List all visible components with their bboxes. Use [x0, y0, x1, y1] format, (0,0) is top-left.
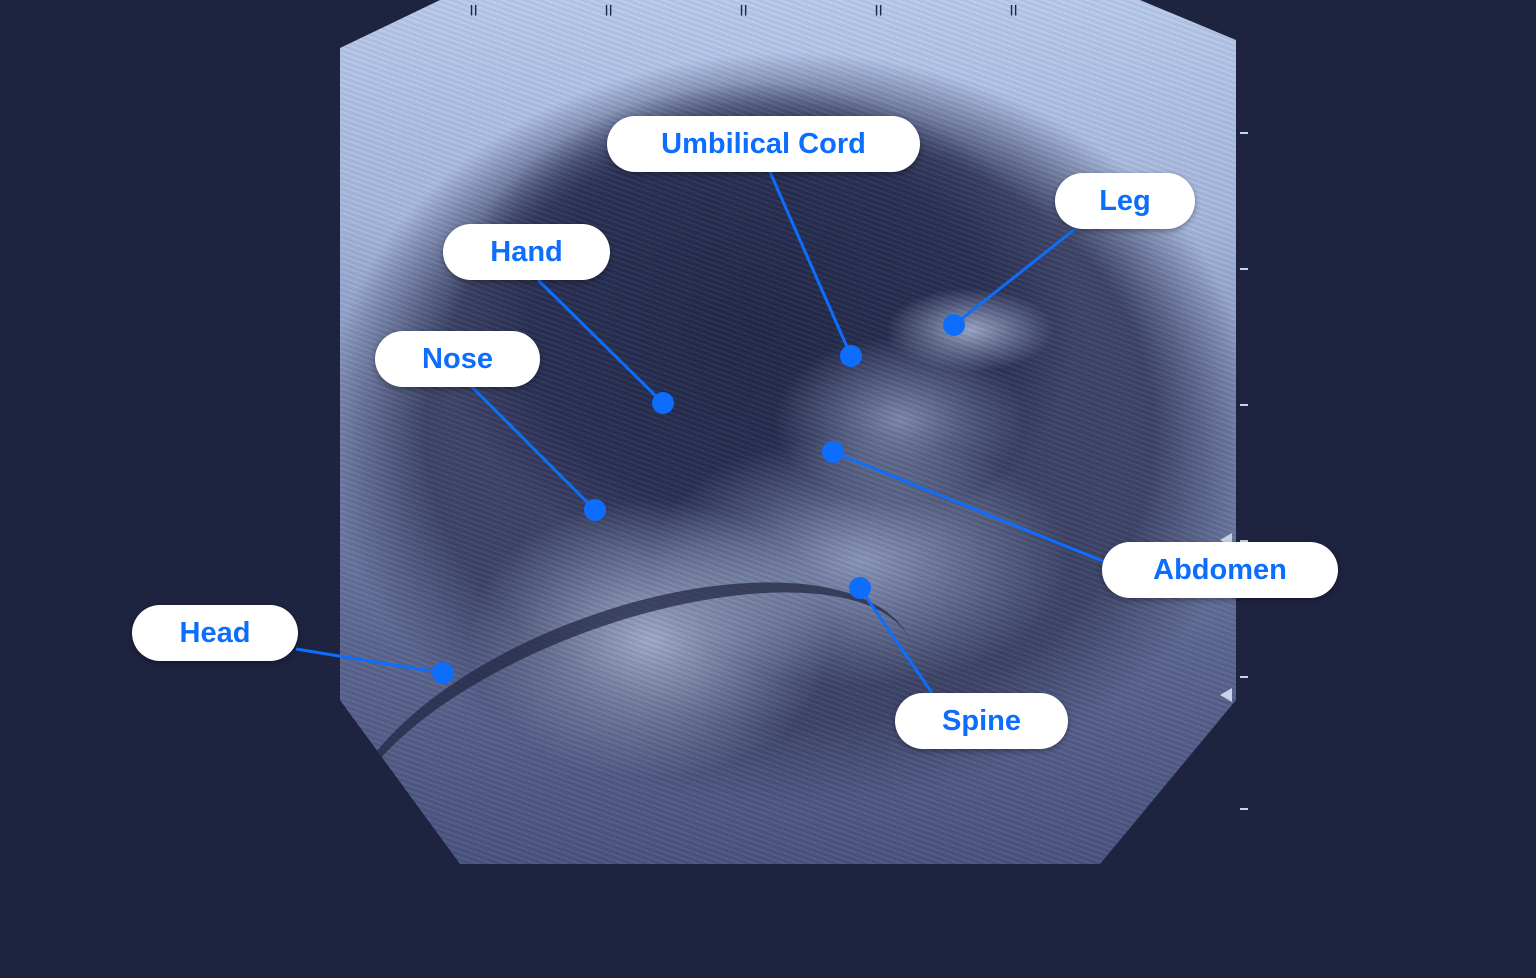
head-leader-line — [295, 647, 444, 675]
abdomen-leader-line — [832, 450, 1106, 564]
top-mark: || — [605, 4, 614, 16]
nose-marker-dot — [584, 499, 606, 521]
scale-tick — [1240, 404, 1248, 406]
scale-tick — [1240, 676, 1248, 678]
label-umbilical-cord: Umbilical Cord — [607, 116, 920, 172]
leg-leader-line — [953, 227, 1076, 327]
scale-tick — [1240, 540, 1248, 542]
hand-marker-dot — [652, 392, 674, 414]
spine-marker-dot — [849, 577, 871, 599]
spine-leader-line — [858, 587, 934, 694]
label-head: Head — [132, 605, 298, 661]
label-abdomen: Abdomen — [1102, 542, 1338, 598]
top-mark: || — [470, 4, 479, 16]
hand-leader-line — [536, 278, 665, 405]
scale-tick — [1240, 808, 1248, 810]
abdomen-marker-dot — [822, 441, 844, 463]
label-spine: Spine — [895, 693, 1068, 749]
top-mark: || — [1010, 4, 1019, 16]
head-marker-dot — [432, 662, 454, 684]
nose-leader-line — [470, 385, 597, 512]
umbilical-cord-marker-dot — [840, 345, 862, 367]
top-mark: || — [740, 4, 749, 16]
umbilical-cord-leader-line — [768, 171, 853, 357]
leader-lines — [295, 171, 1106, 694]
label-leg: Leg — [1055, 173, 1195, 229]
label-nose: Nose — [375, 331, 540, 387]
scale-tick — [1240, 132, 1248, 134]
scale-tick — [1240, 268, 1248, 270]
leg-marker-dot — [943, 314, 965, 336]
top-mark: || — [875, 4, 884, 16]
focus-marker-icon — [1220, 688, 1232, 702]
label-hand: Hand — [443, 224, 610, 280]
